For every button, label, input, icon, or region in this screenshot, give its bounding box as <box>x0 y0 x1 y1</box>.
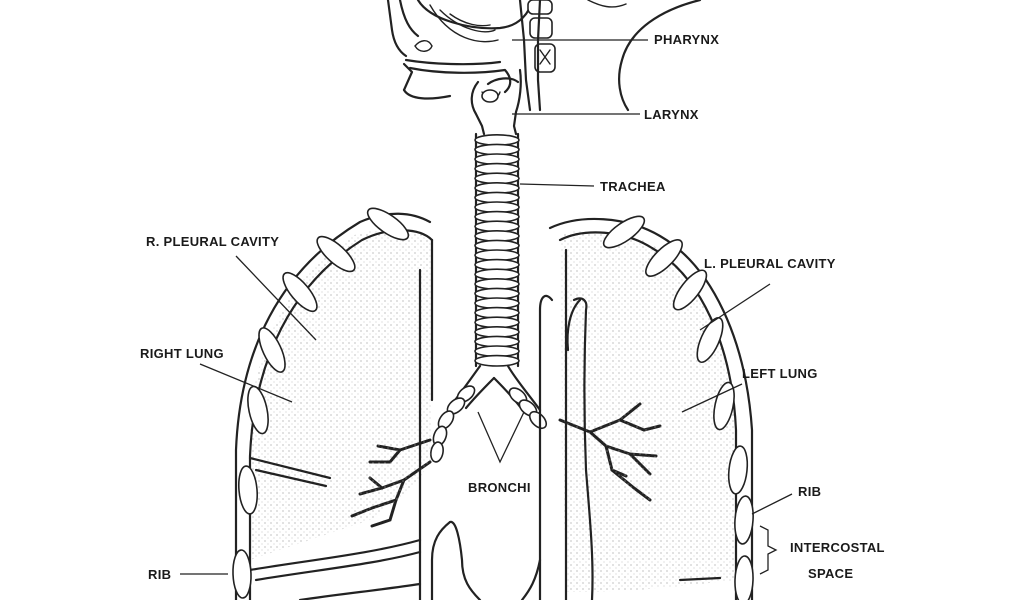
larynx-structure <box>470 68 522 136</box>
diagram-labels: PHARYNX LARYNX TRACHEA R. PLEURAL CAVITY… <box>140 32 885 582</box>
mediastinum-outline <box>448 520 542 600</box>
rib-bone <box>645 239 683 277</box>
rib-bone <box>258 327 286 373</box>
rib-bone <box>316 235 356 273</box>
label-right-lung: RIGHT LUNG <box>140 346 224 361</box>
rib-bone <box>282 271 318 313</box>
label-left-lung: LEFT LUNG <box>742 366 818 381</box>
trachea-rings <box>474 132 520 368</box>
head-region <box>386 0 702 112</box>
left-lung <box>538 217 754 600</box>
label-larynx: LARYNX <box>644 107 699 122</box>
rib-bone <box>672 269 708 311</box>
ribs-left-chest-wall <box>232 207 410 599</box>
rib-bone <box>237 465 259 515</box>
rib-bone <box>602 215 646 249</box>
label-intercostal-space: SPACE <box>808 566 853 581</box>
label-trachea: TRACHEA <box>600 179 666 194</box>
rib-bone <box>734 555 754 600</box>
label-rib-right: RIB <box>798 484 821 499</box>
rib-bone <box>232 549 252 599</box>
rib-bone <box>727 445 749 495</box>
rib-bone <box>734 495 754 545</box>
right-lung <box>234 212 452 600</box>
rib-bone <box>366 207 410 241</box>
rib-bone <box>696 316 724 364</box>
leader-lines <box>180 39 793 575</box>
trachea-ring <box>474 354 520 367</box>
label-pharynx: PHARYNX <box>654 32 719 47</box>
label-bronchi: BRONCHI <box>468 480 531 495</box>
label-r-pleural-cavity: R. PLEURAL CAVITY <box>146 234 279 249</box>
label-l-pleural-cavity: L. PLEURAL CAVITY <box>704 256 836 271</box>
label-intercostal: INTERCOSTAL <box>790 540 885 555</box>
label-rib-left: RIB <box>148 567 171 582</box>
